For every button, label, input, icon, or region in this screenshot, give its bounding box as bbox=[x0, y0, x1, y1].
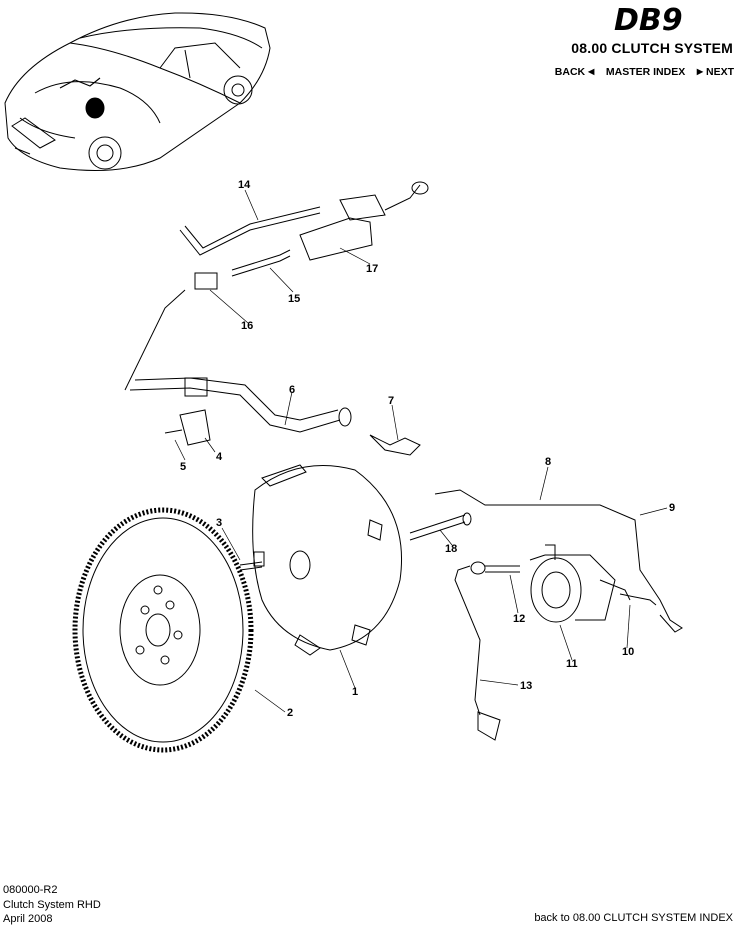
document-date: April 2008 bbox=[3, 913, 53, 925]
callout-5: 5 bbox=[180, 461, 186, 473]
callout-12: 12 bbox=[513, 613, 525, 625]
callout-7: 7 bbox=[388, 395, 394, 407]
flywheel-part bbox=[72, 507, 254, 753]
callout-9: 9 bbox=[669, 502, 675, 514]
slave-cylinder-part bbox=[529, 544, 631, 623]
clutch-exploded-diagram: 1 2 3 4 5 6 7 8 9 10 11 12 13 14 15 16 1… bbox=[72, 179, 683, 753]
callout-numbers: 1 2 3 4 5 6 7 8 9 10 11 12 13 14 15 16 1… bbox=[180, 179, 675, 719]
next-label: NEXT bbox=[705, 66, 734, 78]
document-title: Clutch System RHD bbox=[3, 898, 101, 911]
callout-11: 11 bbox=[566, 658, 578, 670]
car-location-illustration bbox=[4, 12, 271, 171]
back-label: BACK bbox=[554, 66, 586, 78]
callout-4: 4 bbox=[216, 451, 223, 463]
master-cylinder-part bbox=[299, 181, 429, 261]
nav-bar: BACK ◀ MASTER INDEX ▶ NEXT bbox=[555, 66, 734, 78]
leader-lines bbox=[174, 189, 668, 713]
logo-text: DB9 bbox=[614, 3, 683, 38]
callout-15: 15 bbox=[288, 293, 300, 305]
triangle-right-icon: ▶ bbox=[696, 67, 704, 76]
callout-8: 8 bbox=[545, 456, 551, 468]
master-index-link[interactable]: MASTER INDEX bbox=[605, 66, 686, 78]
callout-6: 6 bbox=[289, 384, 295, 396]
callout-10: 10 bbox=[622, 646, 634, 658]
document-info: 080000-R2 Clutch System RHD April 2008 bbox=[3, 883, 101, 927]
db9-logo: DB9 bbox=[614, 3, 683, 38]
clutch-cover-part bbox=[252, 464, 403, 656]
document-code: 080000-R2 bbox=[3, 884, 58, 896]
back-to-index-link[interactable]: back to 08.00 CLUTCH SYSTEM INDEX bbox=[534, 912, 733, 924]
back-link[interactable]: BACK ◀ bbox=[555, 66, 594, 78]
next-link[interactable]: ▶ NEXT bbox=[697, 66, 734, 78]
callout-17: 17 bbox=[366, 263, 378, 275]
callout-14: 14 bbox=[238, 179, 251, 191]
callout-13: 13 bbox=[520, 680, 532, 692]
callout-1: 1 bbox=[352, 686, 358, 698]
callout-16: 16 bbox=[241, 320, 253, 332]
callout-18: 18 bbox=[445, 543, 457, 555]
callout-3: 3 bbox=[216, 517, 222, 529]
section-title: 08.00 CLUTCH SYSTEM bbox=[571, 40, 733, 56]
triangle-left-icon: ◀ bbox=[588, 67, 595, 76]
callout-2: 2 bbox=[287, 707, 293, 719]
